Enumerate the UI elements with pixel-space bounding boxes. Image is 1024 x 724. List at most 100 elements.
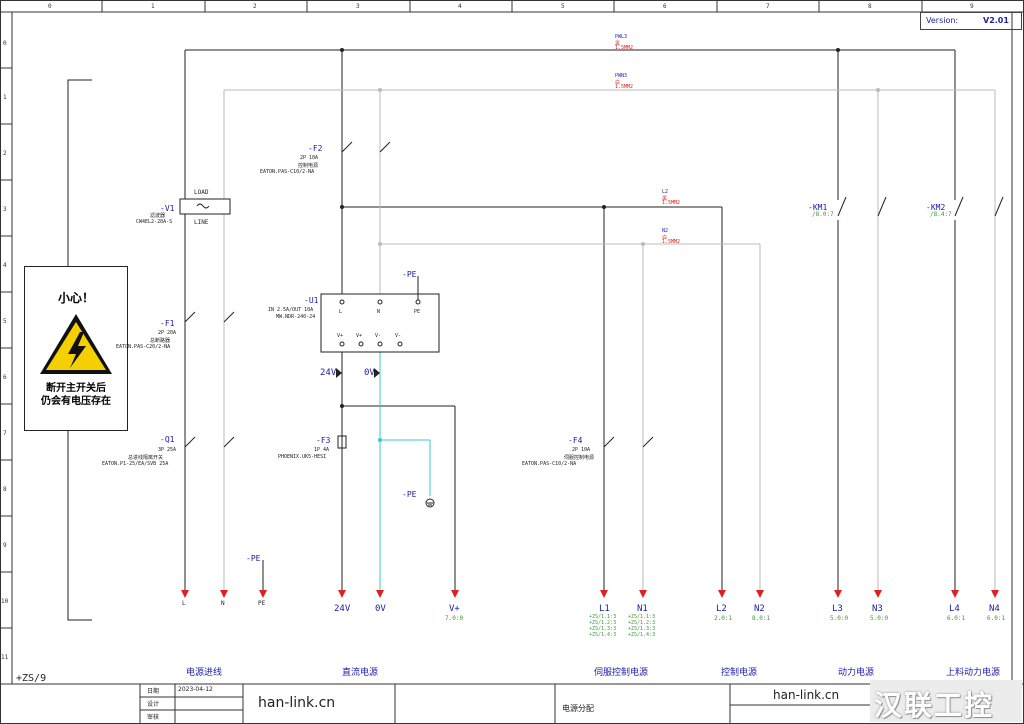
- f1-spec: 2P 20A: [158, 330, 177, 336]
- u1-pin-v1: V+: [337, 333, 344, 339]
- pe-psu-tag: -PE: [402, 270, 417, 279]
- grid-row-4: 4: [3, 262, 7, 269]
- grid-row-3: 3: [3, 206, 7, 213]
- warning-sign: 小心！ 断开主开关后 仍会有电压存在: [24, 266, 128, 431]
- terminal-l: L: [182, 600, 186, 607]
- bus-pwn3-color: 白: [615, 80, 621, 86]
- km1-ref: /8.0:7: [812, 211, 834, 218]
- bus-n2-color: 白: [662, 235, 668, 241]
- grid-row-7: 7: [3, 430, 7, 437]
- u1-tag: -U1: [304, 296, 319, 305]
- warning-line-2: 仍会有电压存在: [41, 396, 111, 407]
- bus-pwl3-name: PWL3: [615, 34, 628, 40]
- u1-pin-v3: V-: [375, 333, 382, 339]
- grid-col-4: 4: [458, 3, 462, 10]
- bus-n2-size: 1.5MM2: [662, 239, 681, 245]
- f2-model: EATON.PAS-C10/2-NA: [260, 169, 315, 175]
- grid-col-1: 1: [151, 3, 155, 10]
- km1-tag: -KM1: [808, 203, 828, 212]
- tb-check-label: 审核: [147, 714, 160, 721]
- section-dc-power: 直流电源: [342, 668, 379, 678]
- u1-pin-l: L: [339, 309, 343, 315]
- sheet-ref: +ZS/9: [16, 673, 47, 684]
- u1-spec: IN 2.5A/OUT 10A: [268, 307, 314, 313]
- terminal-l3-ref: 5.0:0: [830, 615, 849, 622]
- warning-title: 小心！: [57, 291, 94, 305]
- terminal-l4-ref: 6.0:1: [947, 615, 966, 622]
- terminal-n4: N4: [989, 604, 1000, 614]
- v1-desc: 滤波器: [150, 213, 166, 219]
- bus-l2-size: 1.5MM2: [662, 200, 681, 206]
- high-voltage-icon: [40, 314, 112, 374]
- grid-row-10: 10: [1, 598, 9, 605]
- tb-date: 2023-04-12: [178, 686, 213, 693]
- tb-site-1: han-link.cn: [258, 695, 336, 711]
- grid-col-2: 2: [253, 3, 257, 10]
- terminal-pe: PE: [258, 600, 266, 607]
- v1-tag: -V1: [160, 204, 175, 213]
- grid-row-0: 0: [3, 40, 7, 47]
- q1-model: EATON.P1-25/EA/SVB 25A: [102, 461, 169, 467]
- q1-spec: 3P 25A: [158, 447, 177, 453]
- bus-pwn3-size: 1.5MM2: [615, 84, 634, 90]
- f4-tag: -F4: [568, 436, 583, 445]
- grid-row-8: 8: [3, 486, 7, 493]
- grid-row-9: 9: [3, 542, 7, 549]
- terminal-n4-ref: 6.0:1: [987, 615, 1006, 622]
- terminal-l1-ref: +ZS/1.1:3 +ZS/1.2:3 +ZS/1.3:3 +ZS/1.4:3: [589, 614, 617, 638]
- section-motor-power: 动力电源: [838, 668, 875, 678]
- terminal-n2: N2: [754, 604, 765, 614]
- f2-tag: -F2: [308, 144, 323, 153]
- f3-tag: -F3: [316, 436, 331, 445]
- version-box: Version: V2.01: [920, 12, 1022, 30]
- tb-date-label: 日期: [147, 688, 160, 695]
- warning-line-1: 断开主开关后: [46, 383, 106, 394]
- section-loader-motor-power: 上料动力电源: [946, 668, 1001, 678]
- grid-col-5: 5: [561, 3, 565, 10]
- grid-col-9: 9: [970, 3, 974, 10]
- grid-col-6: 6: [663, 3, 667, 10]
- terminal-vplus: V+: [449, 604, 460, 614]
- terminal-n3-ref: 5.0:0: [870, 615, 889, 622]
- label-0v: 0V: [364, 368, 375, 378]
- v1-line: LINE: [194, 219, 209, 226]
- tb-site-2: han-link.cn: [773, 688, 840, 702]
- km2-ref: /8.4:7: [930, 211, 952, 218]
- bus-l2-color: 黑: [662, 196, 668, 202]
- watermark-text: 汉联工控: [874, 689, 995, 722]
- f1-tag: -F1: [160, 319, 175, 328]
- terminal-n2-ref: 8.0:1: [752, 615, 771, 622]
- version-value: V2.01: [983, 16, 1009, 25]
- grid-col-8: 8: [868, 3, 872, 10]
- tb-design-label: 设计: [147, 701, 160, 708]
- bus-pwn3-name: PWN3: [615, 73, 628, 79]
- tb-drawing-title: 电源分配: [562, 704, 594, 713]
- grid-col-7: 7: [766, 3, 770, 10]
- grid-row-5: 5: [3, 318, 7, 325]
- f1-model: EATON.PAS-C20/2-NA: [116, 344, 171, 350]
- section-control-power: 控制电源: [721, 668, 758, 678]
- f2-spec: 2P 10A: [300, 155, 319, 161]
- terminal-l2: L2: [716, 604, 727, 614]
- label-24v: 24V: [320, 368, 337, 378]
- section-power-input: 电源进线: [186, 668, 223, 678]
- grid-col-3: 3: [356, 3, 360, 10]
- f1-desc: 总断路器: [150, 338, 171, 344]
- terminal-n1: N1: [637, 604, 648, 614]
- f4-model: EATON.PAS-C10/2-NA: [522, 461, 577, 467]
- terminal-n3: N3: [872, 604, 883, 614]
- bus-n2-name: N2: [662, 228, 669, 234]
- bus-pwl3-size: 1.5MM2: [615, 45, 634, 51]
- pe-input-tag: -PE: [246, 554, 261, 563]
- terminal-l1: L1: [599, 604, 610, 614]
- u1-pin-pe: PE: [414, 309, 421, 315]
- terminal-vplus-ref: 7.0:0: [445, 615, 464, 622]
- terminal-l3: L3: [832, 604, 843, 614]
- grid-row-11: 11: [1, 654, 9, 661]
- grid-row-1: 1: [3, 94, 7, 101]
- grid-row-2: 2: [3, 150, 7, 157]
- terminal-l4: L4: [949, 604, 960, 614]
- section-servo-control-power: 伺服控制电源: [594, 668, 649, 678]
